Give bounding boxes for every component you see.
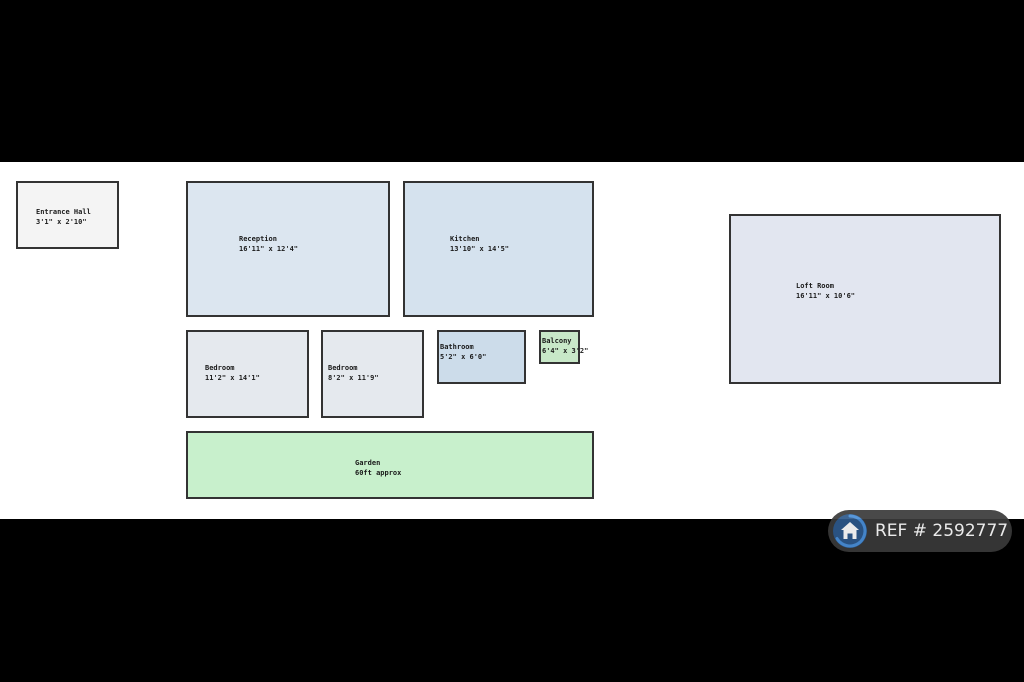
room-dims: 13'10" x 14'5" [450, 245, 510, 253]
room-dims: 11'2" x 14'1" [205, 374, 260, 382]
room-name: Bedroom [328, 364, 358, 372]
room-entrance-hall [16, 181, 119, 249]
room-name: Bedroom [205, 364, 235, 372]
room-name: Bathroom [440, 343, 474, 351]
room-bathroom [437, 330, 526, 384]
room-label-reception: Reception 16'11" x 12'4" [239, 234, 298, 254]
home-icon [833, 514, 867, 548]
room-dims: 3'1" x 2'10" [36, 218, 87, 226]
room-kitchen [403, 181, 594, 317]
room-name: Entrance Hall [36, 208, 91, 216]
room-name: Loft Room [796, 282, 834, 290]
room-label-bathroom: Bathroom 5'2" x 6'0" [440, 342, 486, 362]
room-dims: 16'11" x 12'4" [239, 245, 299, 253]
room-label-kitchen: Kitchen 13'10" x 14'5" [450, 234, 509, 254]
room-dims: 5'2" x 6'0" [440, 353, 487, 361]
room-name: Garden [355, 459, 381, 467]
room-label-loft: Loft Room 16'11" x 10'6" [796, 281, 855, 301]
room-garden [186, 431, 594, 499]
room-label-entrance-hall: Entrance Hall 3'1" x 2'10" [36, 207, 91, 227]
room-reception [186, 181, 390, 317]
reference-number: REF # 2592777 [875, 521, 1009, 541]
floor-plan: Entrance Hall 3'1" x 2'10" Reception 16'… [0, 162, 1024, 519]
room-label-garden: Garden 60ft approx [355, 458, 401, 478]
room-dims: 16'11" x 10'6" [796, 292, 856, 300]
room-name: Reception [239, 235, 277, 243]
room-bedroom-2 [321, 330, 424, 418]
room-name: Balcony [542, 337, 572, 345]
room-dims: 6'4" x 3'2" [542, 347, 589, 355]
room-label-balcony: Balcony 6'4" x 3'2" [542, 336, 588, 356]
room-bedroom-1 [186, 330, 309, 418]
reference-badge: REF # 2592777 [828, 510, 1012, 552]
room-label-bedroom-1: Bedroom 11'2" x 14'1" [205, 363, 260, 383]
room-label-bedroom-2: Bedroom 8'2" x 11'9" [328, 363, 379, 383]
room-name: Kitchen [450, 235, 480, 243]
room-balcony [539, 330, 580, 364]
room-dims: 60ft approx [355, 469, 402, 477]
room-loft [729, 214, 1001, 384]
room-dims: 8'2" x 11'9" [328, 374, 379, 382]
